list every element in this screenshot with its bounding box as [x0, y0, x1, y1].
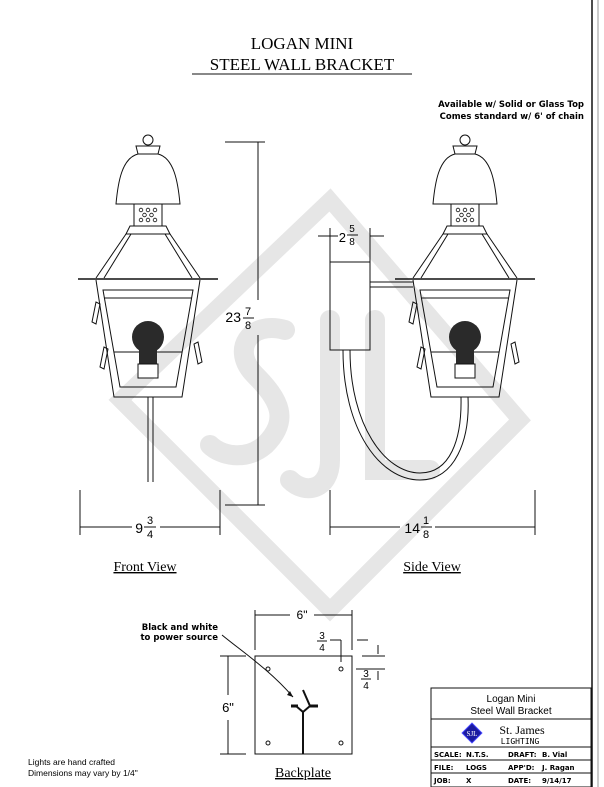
front-width-num: 3 [147, 515, 153, 527]
side-depth-dimension: 2 5 8 [318, 224, 384, 262]
backplate-height: 6" [222, 700, 234, 715]
hole-offset-side: 3 4 [361, 669, 371, 692]
side-ext-num: 1 [423, 515, 429, 527]
watermark-logo [108, 188, 531, 622]
job-value: X [466, 777, 472, 785]
wire-note-1: Black and white [142, 623, 218, 633]
wire-note-2: to power source [140, 633, 218, 643]
side-depth-whole: 2 [339, 230, 346, 245]
front-height-num: 7 [245, 306, 251, 318]
svg-text:4: 4 [319, 643, 325, 654]
scale-label: SCALE: [434, 751, 462, 759]
job-label: JOB: [433, 777, 451, 785]
side-depth-num: 5 [349, 224, 355, 235]
file-value: LOGS [466, 764, 487, 772]
front-height-dimension: 23 7 8 [225, 141, 265, 506]
backplate-drawing [220, 610, 385, 755]
svg-text:SJL: SJL [467, 730, 478, 738]
draft-label: DRAFT: [508, 751, 537, 759]
front-view-lantern [77, 134, 219, 482]
draft-value: B. Vial [542, 751, 567, 759]
title-line-2: STEEL WALL BRACKET [210, 55, 395, 74]
front-height-whole: 23 [225, 309, 241, 325]
side-view-label: Side View [403, 560, 462, 575]
footnote-dimensions: Dimensions may vary by 1/4" [28, 768, 138, 778]
side-view-lantern [329, 134, 536, 481]
front-view-label: Front View [113, 560, 177, 575]
note-chain: Comes standard w/ 6' of chain [440, 112, 584, 122]
title-block-product-1: Logan Mini [487, 694, 536, 705]
side-ext-den: 8 [423, 529, 429, 541]
date-label: DATE: [508, 777, 531, 785]
front-width-whole: 9 [135, 520, 143, 536]
title-block-product-2: Steel Wall Bracket [470, 706, 552, 717]
appd-label: APP'D: [508, 764, 535, 772]
title-line-1: LOGAN MINI [251, 34, 354, 53]
svg-text:4: 4 [363, 681, 369, 692]
note-top-glass: Available w/ Solid or Glass Top [438, 100, 584, 110]
file-label: FILE: [434, 764, 454, 772]
st-james-logo: SJL [461, 722, 483, 744]
scale-value: N.T.S. [466, 751, 489, 759]
company-sub: LIGHTING [501, 737, 540, 746]
front-height-den: 8 [245, 320, 251, 332]
side-depth-den: 8 [349, 237, 355, 248]
hole-offset-top: 3 4 [317, 631, 327, 654]
front-width-dimension: 9 3 4 [79, 490, 221, 541]
backplate-label: Backplate [275, 766, 331, 781]
footnote-hand-crafted: Lights are hand crafted [28, 757, 115, 767]
backplate-width: 6" [297, 608, 308, 622]
front-width-den: 4 [147, 529, 153, 541]
svg-text:3: 3 [319, 631, 325, 642]
svg-text:3: 3 [363, 669, 369, 680]
date-value: 9/14/17 [542, 777, 572, 785]
side-extension-dimension: 14 1 8 [329, 490, 536, 541]
appd-value: J. Ragan [541, 764, 575, 772]
side-ext-whole: 14 [404, 520, 420, 536]
title-block: Logan Mini Steel Wall Bracket SJL St. Ja… [430, 687, 592, 787]
company-name: St. James [499, 723, 545, 737]
